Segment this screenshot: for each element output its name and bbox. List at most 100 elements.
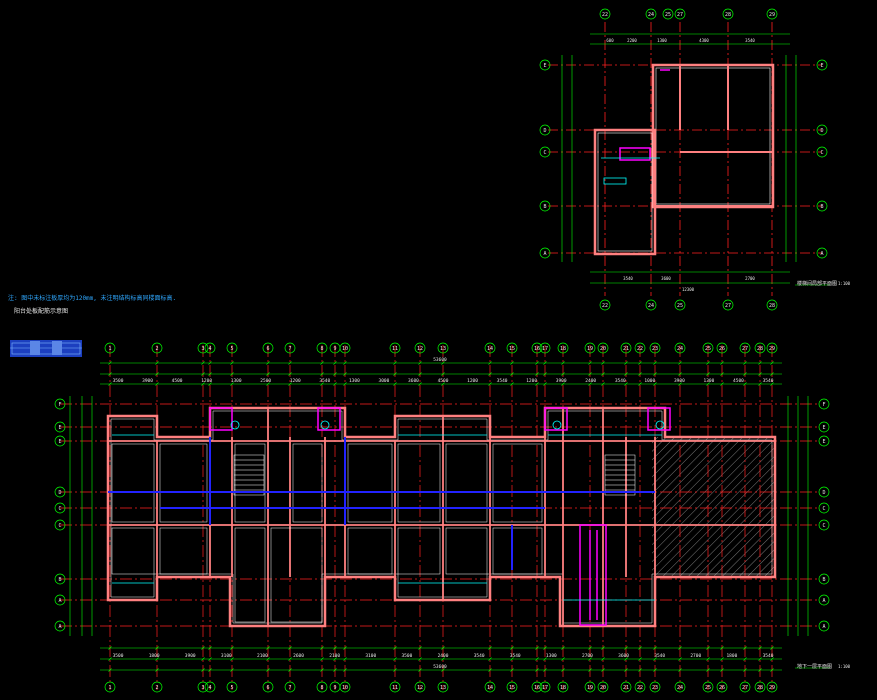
axis-bubble-label: 7: [288, 346, 291, 352]
row-bubble: [54, 620, 66, 632]
top-plan-col-label: 24: [648, 12, 654, 18]
axis-bubble: [437, 342, 449, 354]
top-plan-stair-detail: [601, 69, 670, 185]
row-bubble: [818, 398, 830, 410]
axis-bubble-label: 29: [769, 685, 775, 691]
axis-bubble: [539, 342, 551, 354]
axis-bubble: [716, 342, 728, 354]
axis-bubble-label: 16: [534, 346, 540, 352]
axis-bubble-label: 9: [333, 346, 336, 352]
axis-bubble-label: 22: [637, 685, 643, 691]
main-plan-dimensions: [69, 362, 809, 671]
main-top-dim-label: 3540: [763, 378, 774, 384]
axis-bubble: [634, 681, 646, 693]
main-top-total-dim: 53600: [433, 357, 447, 363]
axis-bubble-label: 13: [440, 685, 446, 691]
main-bottom-dim-label: 3540: [763, 653, 774, 659]
main-top-dim-label: 3500: [113, 378, 124, 384]
top-plan-row-label: D: [543, 128, 546, 134]
top-plan-row-label: A: [820, 251, 823, 257]
row-bubble-label: C: [58, 506, 61, 512]
row-bubble: [818, 573, 830, 585]
row-bubble-label: E: [822, 425, 825, 431]
axis-bubble-label: 28: [757, 346, 763, 352]
axis-bubble: [104, 342, 116, 354]
legend-symbol: [10, 340, 82, 357]
axis-bubble: [584, 342, 596, 354]
axis-bubble: [597, 342, 609, 354]
main-bottom-dim-label: 3900: [185, 653, 196, 659]
axis-bubble-label: 12: [417, 346, 423, 352]
row-bubble: [818, 486, 830, 498]
axis-bubble: [702, 342, 714, 354]
axis-bubble: [204, 681, 216, 693]
main-top-dim-label: 3540: [319, 378, 330, 384]
row-bubble-label: E: [822, 439, 825, 445]
top-plan-scale: 1:100: [838, 281, 851, 286]
axis-bubble-label: 28: [757, 685, 763, 691]
axis-bubble: [284, 681, 296, 693]
axis-bubble-label: 3: [201, 685, 204, 691]
top-plan-dim-label: 2700: [745, 276, 755, 281]
top-plan-top-axis-bubbles: [599, 8, 778, 20]
axis-bubble: [702, 681, 714, 693]
top-plan-col-label: 25: [665, 12, 671, 18]
axis-bubble-label: 1: [108, 346, 111, 352]
top-plan-bottom-label: 24: [648, 303, 654, 309]
main-top-dim-label: 3600: [408, 378, 419, 384]
axis-bubble-label: 11: [392, 346, 398, 352]
axis-bubble-label: 26: [719, 346, 725, 352]
row-bubble-label: E: [58, 439, 61, 445]
main-top-dim-label: 4500: [438, 378, 449, 384]
axis-bubble-label: 27: [742, 346, 748, 352]
main-top-dim-label: 1200: [526, 378, 537, 384]
main-bottom-dim-label: 2100: [257, 653, 268, 659]
top-plan-bottom-label: 25: [677, 303, 683, 309]
axis-bubble-label: 2: [155, 685, 158, 691]
row-bubble-label: C: [58, 523, 61, 529]
legend-title: 阳台处板配筋示意图: [14, 308, 69, 315]
main-bottom-dim-label: 3500: [113, 653, 124, 659]
axis-bubble: [739, 681, 751, 693]
main-top-dim-label: 1200: [201, 378, 212, 384]
axis-bubble-label: 17: [542, 685, 548, 691]
axis-bubble-label: 3: [201, 346, 204, 352]
row-bubble: [54, 486, 66, 498]
axis-bubble-label: 2: [155, 346, 158, 352]
axis-bubble-label: 6: [266, 346, 269, 352]
axis-bubble-label: 15: [509, 685, 515, 691]
axis-bubble: [531, 681, 543, 693]
axis-bubble-label: 10: [342, 685, 348, 691]
axis-bubble-label: 5: [230, 685, 233, 691]
axis-bubble-label: 18: [560, 346, 566, 352]
main-bottom-dim-label: 2400: [438, 653, 449, 659]
axis-bubble: [506, 342, 518, 354]
top-plan-row-label: B: [543, 204, 546, 210]
axis-bubble-label: 13: [440, 346, 446, 352]
main-bottom-dim-label: 3600: [618, 653, 629, 659]
top-plan-dim-label: 2200: [627, 38, 637, 43]
axis-bubble-label: 19: [587, 685, 593, 691]
top-plan-dim-label: 1300: [657, 38, 667, 43]
row-bubble-label: B: [58, 577, 61, 583]
main-plan-magenta-details: [209, 407, 671, 626]
axis-bubble: [620, 681, 632, 693]
axis-bubble: [284, 342, 296, 354]
axis-bubble: [506, 681, 518, 693]
top-plan-col-label: 22: [602, 12, 608, 18]
axis-bubble: [316, 681, 328, 693]
top-plan-dim-label: 3600: [661, 276, 671, 281]
axis-bubble-label: 21: [623, 685, 629, 691]
axis-bubble: [484, 342, 496, 354]
main-top-dim-label: 3540: [497, 378, 508, 384]
axis-bubble: [197, 342, 209, 354]
main-top-dim-label: 4500: [172, 378, 183, 384]
axis-bubble-label: 24: [677, 346, 683, 352]
axis-bubble: [584, 681, 596, 693]
main-bottom-dim-label: 3100: [365, 653, 376, 659]
stair-left: [233, 454, 265, 496]
main-top-dim-label: 2500: [260, 378, 271, 384]
